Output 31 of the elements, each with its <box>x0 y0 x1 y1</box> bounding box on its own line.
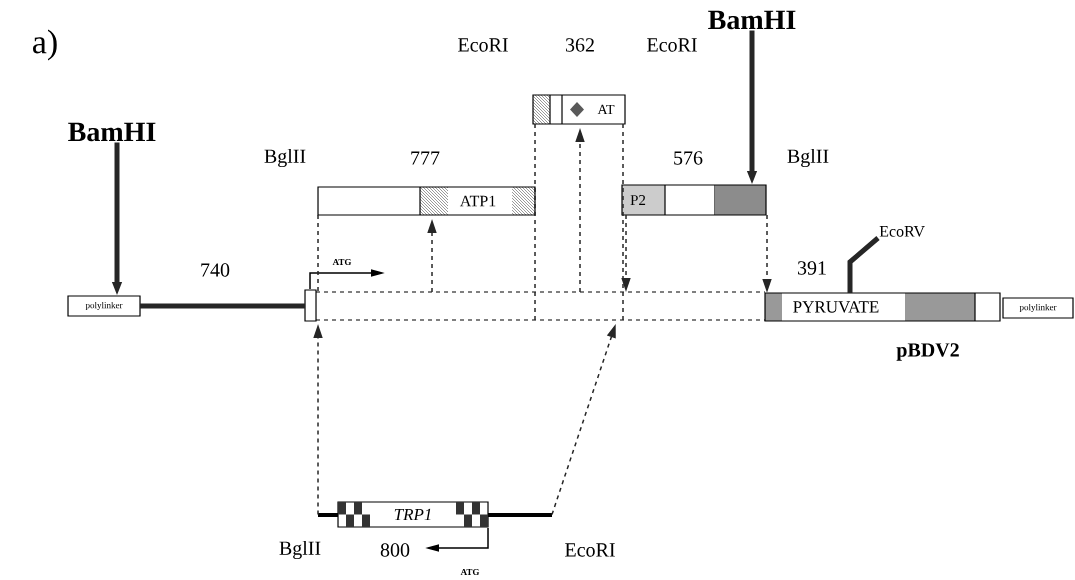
connector-line <box>622 123 624 321</box>
sequence-label: EcoRI <box>565 543 615 557</box>
connector-line <box>140 303 305 309</box>
enzyme-site-label: BamHI <box>68 122 156 142</box>
gene-fragment-box: P2 <box>621 184 767 216</box>
marker-gene-box: TRP1 <box>318 501 552 528</box>
sequence-label: 777 <box>411 151 440 165</box>
sequence-label: BglII <box>787 148 829 168</box>
sequence-label: ATG <box>460 568 480 575</box>
gene-fragment-box: AT <box>532 94 626 125</box>
sequence-label: 576 <box>674 151 703 165</box>
panel-letter: a) <box>33 29 57 61</box>
insertion-region <box>304 289 766 322</box>
sequence-label: BglII <box>264 148 306 168</box>
sequence-label: 362 <box>565 38 594 52</box>
gene-box: PYRUVATE <box>764 292 1001 322</box>
sequence-label: EcoRI <box>647 38 697 52</box>
polylinker-box: polylinker <box>67 295 141 317</box>
enzyme-site-label: BamHI <box>708 10 796 30</box>
connector-line <box>317 214 319 293</box>
sequence-label: EcoRI <box>458 38 508 52</box>
sequence-label: ATG <box>332 258 352 265</box>
enzyme-site-label: EcoRV <box>879 226 925 237</box>
sequence-label: 391 <box>797 261 826 275</box>
sequence-label: pBDV2 <box>896 343 959 361</box>
connector-line <box>534 123 536 321</box>
gene-fragment-box: ATP1 <box>317 186 536 216</box>
sequence-label: BglII <box>279 540 321 560</box>
sequence-label: 740 <box>201 263 230 277</box>
leader-line <box>847 236 880 293</box>
polylinker-box: polylinker <box>1002 297 1074 319</box>
